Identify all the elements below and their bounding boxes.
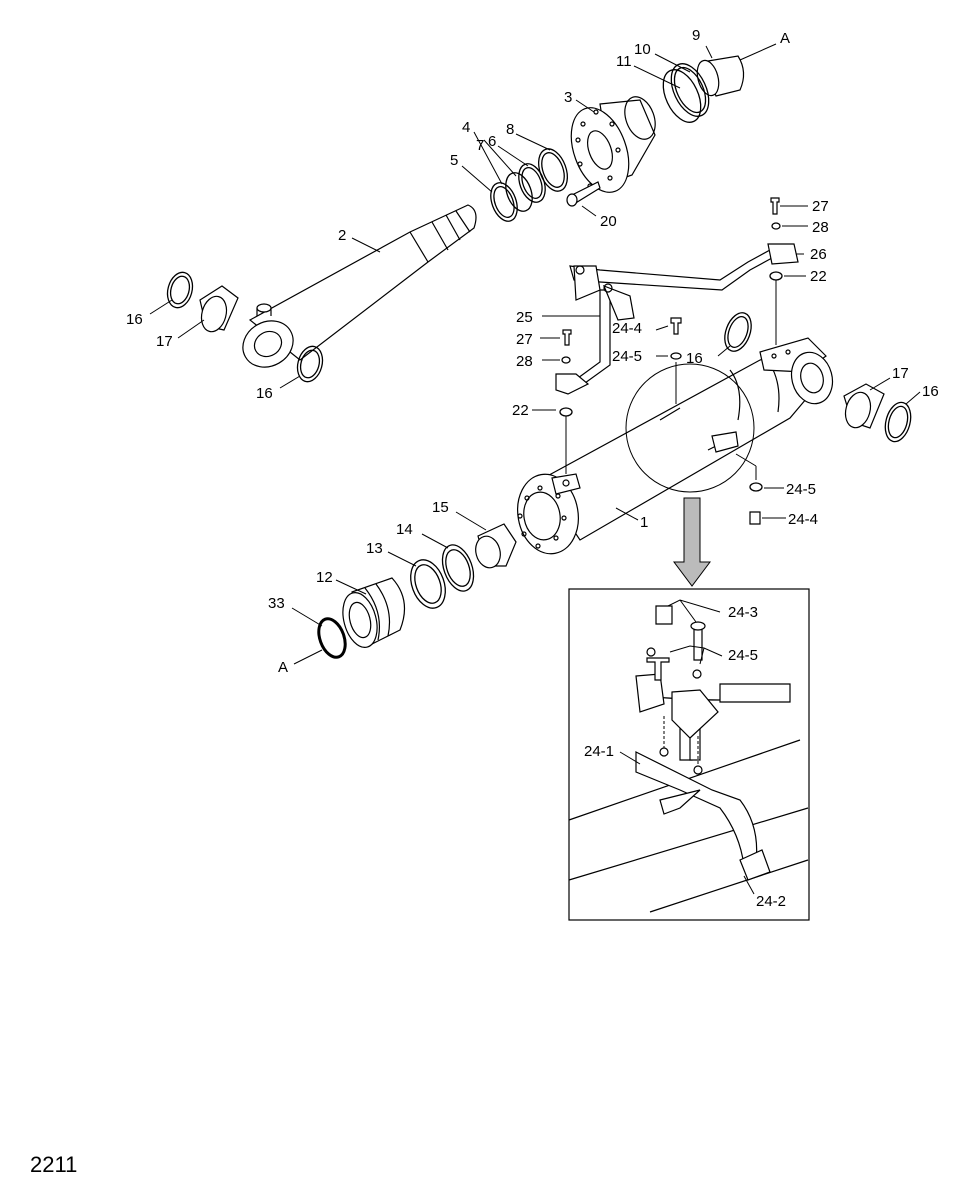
detail-arrow [673,497,711,587]
callout-17-right: 17 [892,365,909,382]
callout-1: 1 [640,514,648,531]
tube-end-bushing-parts-16-17 [724,312,912,443]
flange-part-26 [767,243,799,265]
callout-7: 7 [476,137,484,154]
callout-33: 33 [268,595,285,612]
detail-circle [625,363,755,493]
callout-6: 6 [488,133,496,150]
callout-9: 9 [692,27,700,44]
callout-24-3: 24-3 [728,604,758,621]
callout-17-left: 17 [156,333,173,350]
callout-10: 10 [634,41,651,58]
callout-24-1: 24-1 [584,743,614,760]
pipe-assembly-part-25 [555,249,773,395]
piston-rod-part-2 [242,204,477,368]
callout-ref-a-top: A [780,30,790,47]
callout-16-left: 16 [126,311,143,328]
callout-28-right: 28 [812,219,829,236]
callout-8: 8 [506,121,514,138]
callout-2: 2 [338,227,346,244]
cylinder-head-part-3 [570,96,656,193]
callout-24-4-right: 24-4 [788,511,818,528]
callout-13: 13 [366,540,383,557]
bushing-rings-parts-9-11 [662,55,745,123]
callout-24-4-top: 24-4 [612,320,642,337]
callout-25: 25 [516,309,533,326]
socket-bolt-part-20 [566,181,601,207]
callout-labels: A 9 10 11 3 8 6 7 4 5 20 2 27 28 26 22 1… [126,27,939,910]
callout-3: 3 [564,89,572,106]
callout-26: 26 [810,246,827,263]
callout-27-right: 27 [812,198,829,215]
callout-ref-a-bottom: A [278,659,288,676]
callout-11: 11 [616,53,632,70]
callout-24-2: 24-2 [756,893,786,910]
callout-24-5-right: 24-5 [786,481,816,498]
callout-27-left: 27 [516,331,533,348]
callout-16-right: 16 [922,383,939,400]
leader-lines [149,43,921,895]
callout-22-right: 22 [810,268,827,285]
callout-4: 4 [462,119,470,136]
rod-end-bushing-parts-16-17 [166,271,324,383]
page-number: 2211 [30,1152,77,1177]
callout-12: 12 [316,569,333,586]
rod-seals-parts-4-8 [490,148,568,222]
callout-16-tube: 16 [686,350,703,367]
clamp-detail-view [568,605,809,913]
callout-15: 15 [432,499,449,516]
callout-5: 5 [450,152,458,169]
callout-28-left: 28 [516,353,533,370]
callout-16-rod: 16 [256,385,273,402]
callout-24-5-detail: 24-5 [728,647,758,664]
fasteners-parts-22-27-28 [559,197,783,525]
callout-24-5-top: 24-5 [612,348,642,365]
callout-14: 14 [396,521,413,538]
callout-22-left: 22 [512,402,529,419]
piston-parts-12-15-33 [317,523,517,659]
callout-20: 20 [600,213,617,230]
